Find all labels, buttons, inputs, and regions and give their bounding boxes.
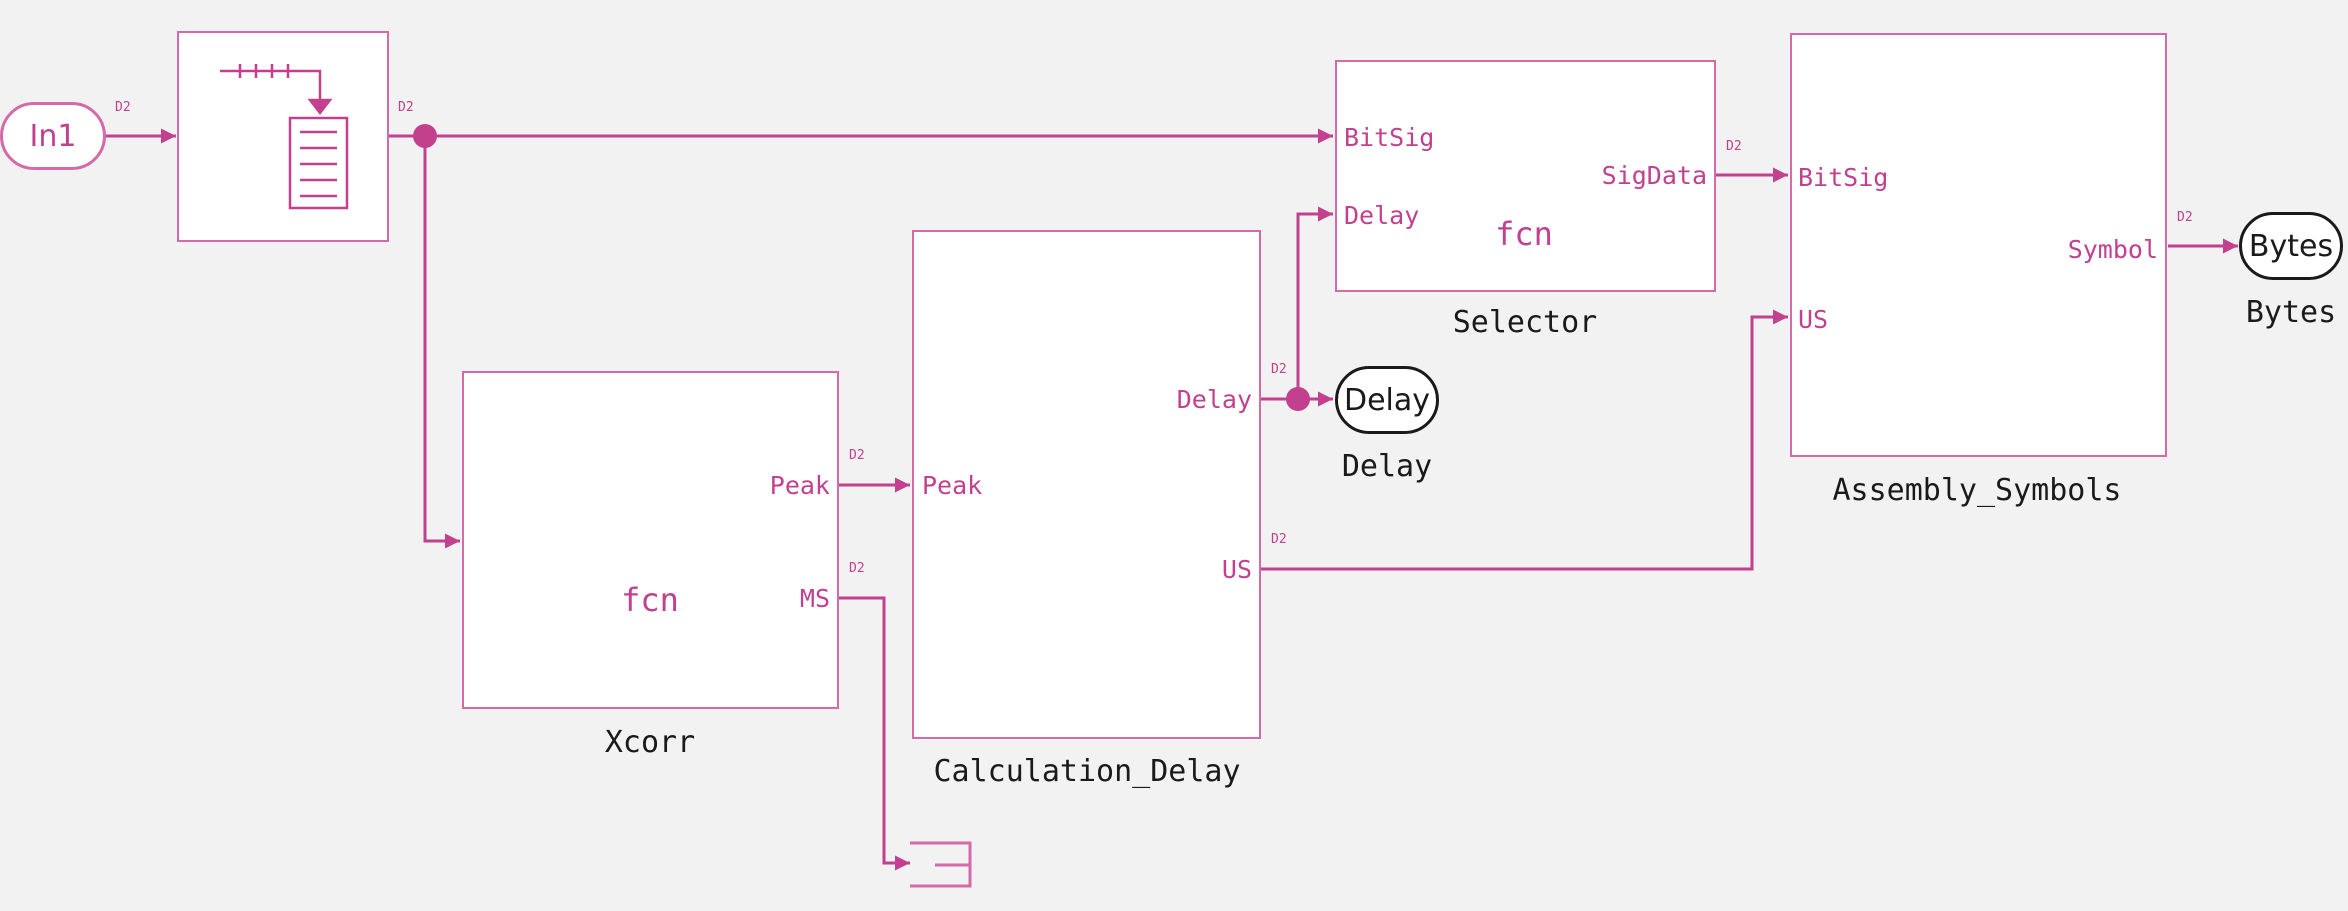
calc-port-peak: Peak (922, 471, 983, 500)
xcorr-block-name: Xcorr (604, 725, 696, 760)
assembly-symbols-block[interactable] (1790, 33, 2167, 457)
calc-port-delay: Delay (1176, 385, 1252, 414)
xcorr-port-peak: Peak (769, 471, 830, 500)
calc-port-us: US (1221, 555, 1252, 584)
selector-fcn-text: fcn (1495, 215, 1553, 253)
signal-calc-us-to-assembly[interactable] (1261, 309, 1788, 571)
signal-label: D2 (398, 100, 414, 115)
outport-bytes-label: Bytes (2248, 228, 2334, 264)
buffer-block[interactable] (177, 31, 389, 242)
branch-point (1286, 387, 1310, 411)
signal-label: D2 (1726, 139, 1742, 154)
selector-port-delay: Delay (1344, 201, 1420, 230)
outport-bytes[interactable]: Bytes (2239, 212, 2343, 280)
signal-label: D2 (115, 100, 131, 115)
signal-label: D2 (2177, 210, 2193, 225)
xcorr-block[interactable] (462, 371, 839, 709)
inport-in1[interactable]: In1 (0, 102, 106, 170)
assembly-port-symbol: Symbol (2067, 235, 2158, 264)
signal-xcorr-ms-to-terminator[interactable] (839, 596, 910, 871)
signal-label: D2 (1271, 362, 1287, 377)
assembly-port-bitsig: BitSig (1798, 163, 1889, 192)
signal-buffer-to-xcorr[interactable] (423, 136, 460, 549)
selector-port-bitsig: BitSig (1344, 123, 1435, 152)
signal-label: D2 (849, 561, 865, 576)
outport-delay-label: Delay (1343, 382, 1431, 418)
selector-port-sigdata: SigData (1601, 161, 1707, 190)
outport-delay[interactable]: Delay (1335, 366, 1439, 434)
assembly-port-us: US (1798, 305, 1829, 334)
selector-block-name: Selector (1452, 305, 1598, 340)
signal-label: D2 (849, 448, 865, 463)
assembly-symbols-block-name: Assembly_Symbols (1832, 473, 2122, 508)
calculation-delay-block-name: Calculation_Delay (933, 754, 1241, 789)
terminator-icon[interactable] (910, 841, 972, 888)
signal-label: D2 (1271, 532, 1287, 547)
branch-point (413, 124, 437, 148)
outport-bytes-name: Bytes (2245, 295, 2337, 330)
buffer-icon (220, 64, 349, 210)
calculation-delay-block[interactable] (912, 230, 1261, 739)
inport-label: In1 (29, 118, 77, 154)
xcorr-port-ms: MS (799, 584, 830, 613)
selector-block[interactable] (1335, 60, 1716, 292)
outport-delay-name: Delay (1341, 449, 1433, 484)
xcorr-fcn-text: fcn (621, 581, 679, 619)
signal-calc-delay-to-selector[interactable] (1296, 206, 1333, 399)
